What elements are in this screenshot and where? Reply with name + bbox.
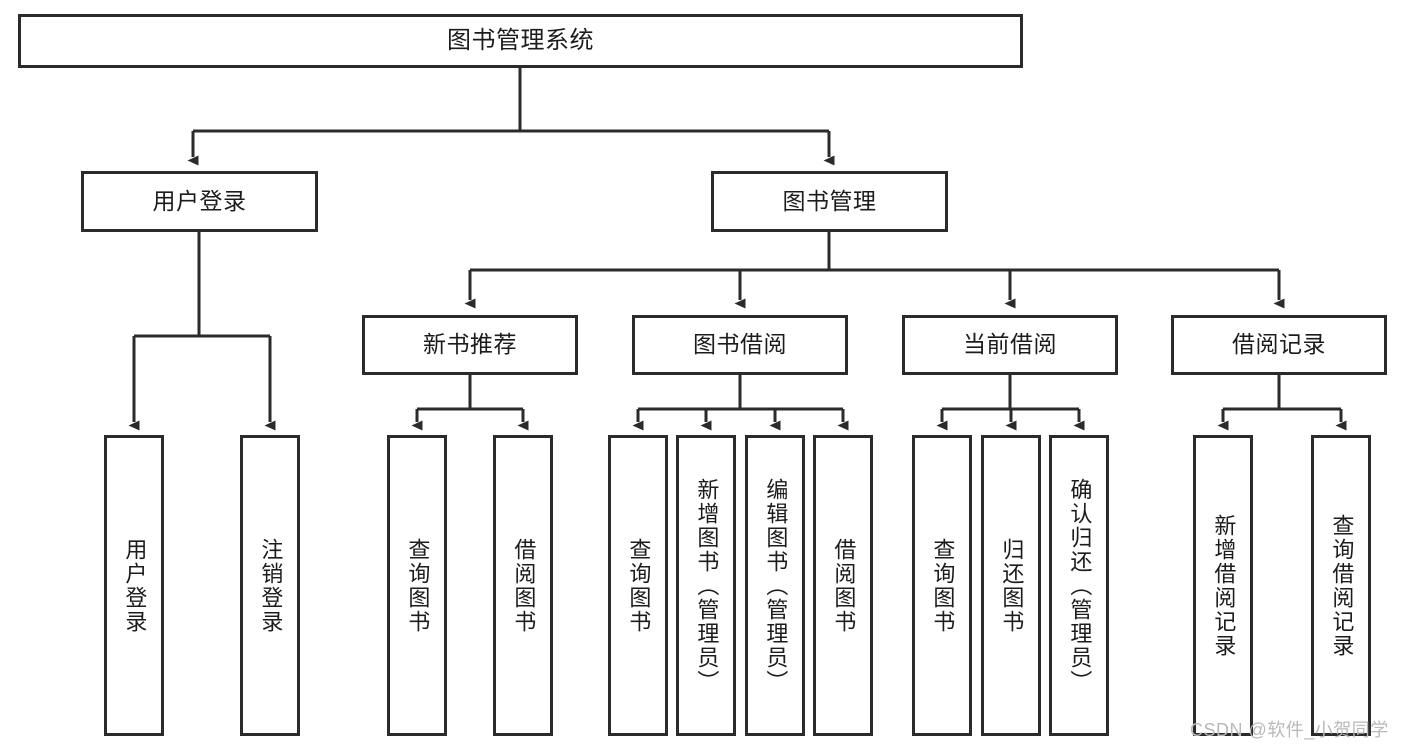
node-label: 编辑图书（管理员） <box>763 477 789 694</box>
leaf-user-login[interactable]: 用户登录 <box>104 435 164 736</box>
node-current-borrow[interactable]: 当前借阅 <box>902 315 1118 375</box>
leaf-query-borrow-record[interactable]: 查询借阅记录 <box>1311 435 1371 736</box>
node-label: 注销登录 <box>258 537 284 634</box>
leaf-return-book[interactable]: 归还图书 <box>981 435 1041 736</box>
node-label: 查询图书 <box>405 537 431 634</box>
node-label: 用户登录 <box>122 537 148 634</box>
leaf-user-logout[interactable]: 注销登录 <box>240 435 300 736</box>
node-label: 查询图书 <box>930 537 956 634</box>
leaf-query-book-recommend[interactable]: 查询图书 <box>387 435 447 736</box>
leaf-query-book-borrow[interactable]: 查询图书 <box>608 435 668 736</box>
node-label: 借阅记录 <box>1232 331 1326 358</box>
leaf-confirm-return-admin[interactable]: 确认归还（管理员） <box>1049 435 1109 736</box>
node-label: 图书借阅 <box>693 331 787 358</box>
node-label: 查询借阅记录 <box>1329 513 1355 658</box>
node-label: 借阅图书 <box>511 537 537 634</box>
node-label: 新书推荐 <box>423 331 517 358</box>
node-label: 归还图书 <box>999 537 1025 634</box>
watermark-text: CSDN @软件_小贺同学 <box>1190 720 1389 740</box>
node-label: 借阅图书 <box>831 537 857 634</box>
node-label: 图书管理系统 <box>447 26 594 54</box>
node-label: 当前借阅 <box>963 331 1057 358</box>
leaf-add-book-admin[interactable]: 新增图书（管理员） <box>676 435 736 736</box>
node-new-book-recommend[interactable]: 新书推荐 <box>362 315 578 375</box>
node-label: 确认归还（管理员） <box>1067 477 1093 694</box>
leaf-borrow-book-recommend[interactable]: 借阅图书 <box>493 435 553 736</box>
node-label: 用户登录 <box>152 187 247 214</box>
node-label: 查询图书 <box>626 537 652 634</box>
node-label: 图书管理 <box>782 187 877 214</box>
node-label: 新增借阅记录 <box>1211 513 1237 658</box>
leaf-add-borrow-record[interactable]: 新增借阅记录 <box>1193 435 1253 736</box>
node-borrow-record[interactable]: 借阅记录 <box>1171 315 1387 375</box>
leaf-borrow-book[interactable]: 借阅图书 <box>813 435 873 736</box>
node-label: 新增图书（管理员） <box>694 477 720 694</box>
node-user-login[interactable]: 用户登录 <box>81 171 318 232</box>
node-book-management[interactable]: 图书管理 <box>711 171 948 232</box>
leaf-query-book-current[interactable]: 查询图书 <box>912 435 972 736</box>
node-book-borrow[interactable]: 图书借阅 <box>632 315 848 375</box>
leaf-edit-book-admin[interactable]: 编辑图书（管理员） <box>745 435 805 736</box>
node-root-system[interactable]: 图书管理系统 <box>18 14 1023 68</box>
